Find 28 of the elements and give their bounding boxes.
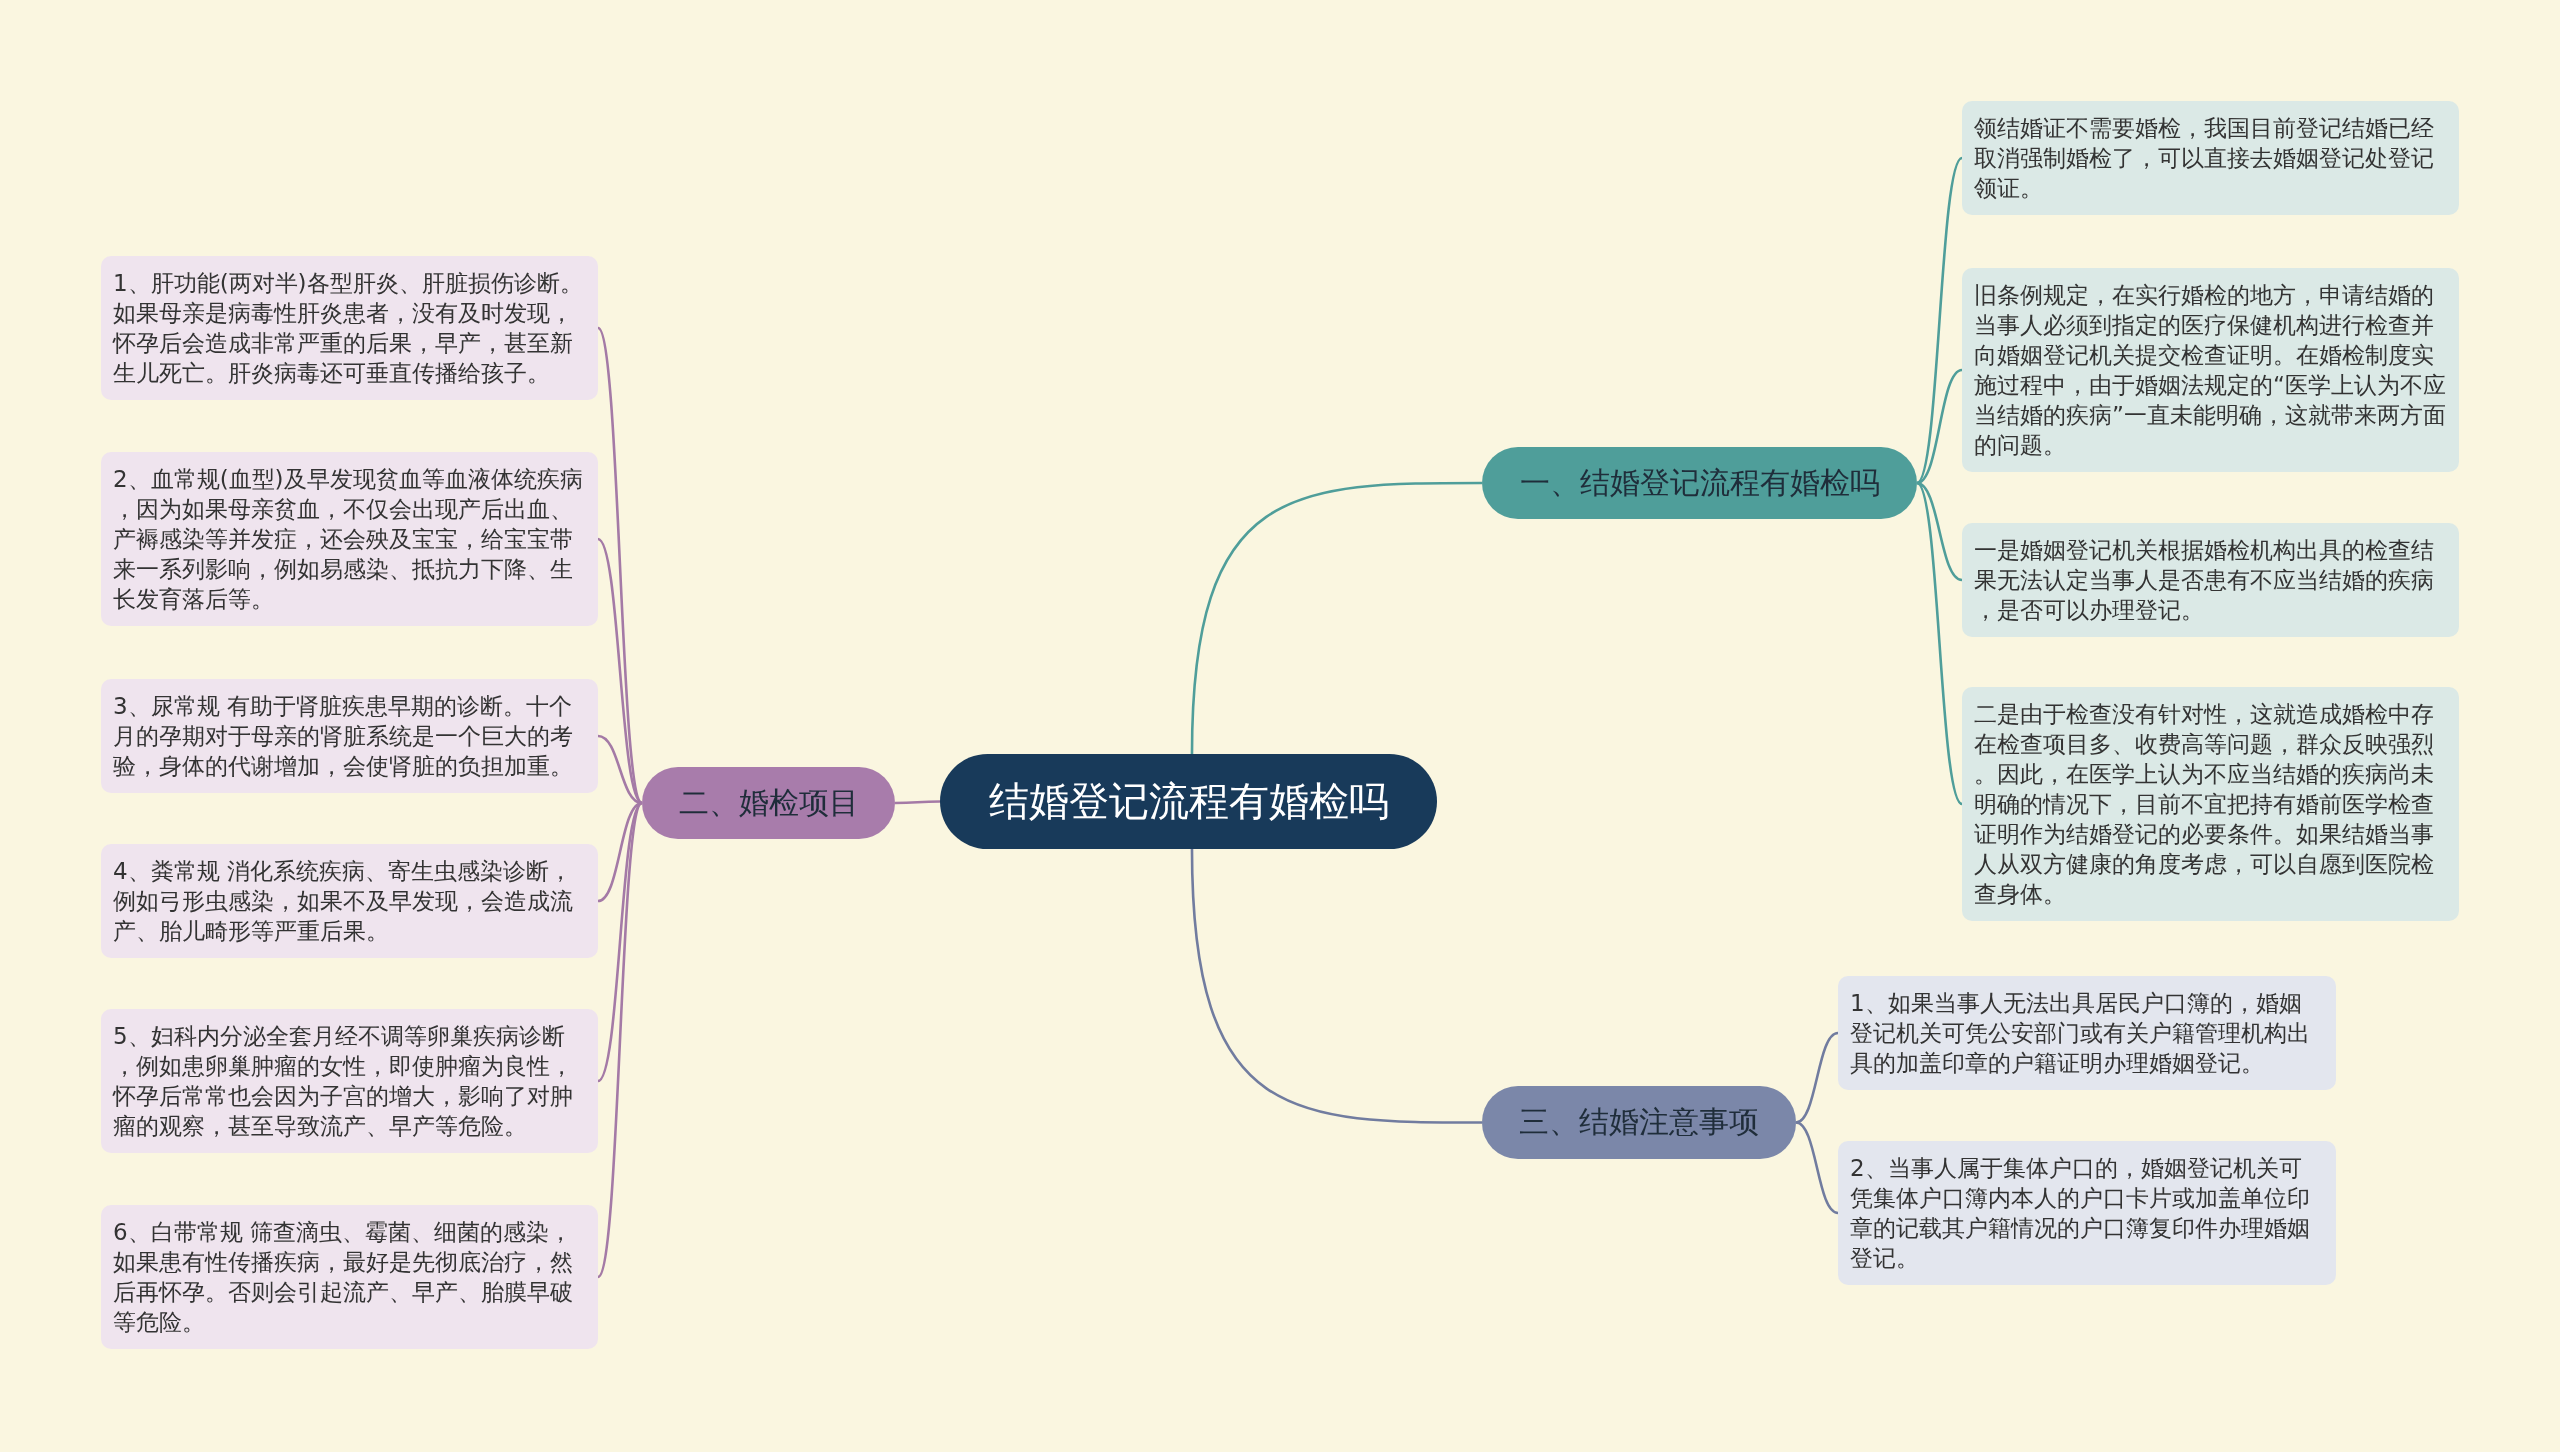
connector-line	[1190, 481, 1482, 755]
central-topic-pill: 结婚登记流程有婚检吗	[940, 754, 1437, 849]
connector-line	[596, 802, 644, 1278]
note-card: 2、血常规(血型)及早发现贫血等血液体统疾病，因为如果母亲贫血，不仅会出现产后出血、产褥感染等并发症，还会殃及宝宝，给宝宝带来一系列影响，例如易感染、抵抗力下降、生长发育落后等。	[101, 452, 598, 626]
connector-line	[597, 538, 643, 804]
note-card: 1、肝功能(两对半)各型肝炎、肝脏损伤诊断。如果母亲是病毒性肝炎患者，没有及时发现，怀孕后会造成非常严重的后果，早产，甚至新生儿死亡。肝炎病毒还可垂直传播给孩子。	[101, 256, 598, 400]
connector-line	[597, 802, 643, 1082]
connector-line	[1795, 1031, 1839, 1124]
note-card: 3、尿常规 有助于肾脏疾患早期的诊断。十个月的孕期对于母亲的肾脏系统是一个巨大的考验，身体的代谢增加，会使肾脏的负担加重。	[101, 679, 598, 793]
note-card: 一是婚姻登记机关根据婚检机构出具的检查结果无法认定当事人是否患有不应当结婚的疾病，是否可以办理登记。	[1962, 523, 2459, 637]
connector-line	[1916, 157, 1963, 484]
connector-line	[1795, 1121, 1839, 1215]
note-card: 4、粪常规 消化系统疾病、寄生虫感染诊断，例如弓形虫感染，如果不及早发现，会造成流产、胎儿畸形等严重后果。	[101, 844, 598, 958]
branch-topic-pill: 二、婚检项目	[642, 767, 895, 839]
branch-topic-pill: 三、结婚注意事项	[1482, 1086, 1796, 1159]
note-card: 二是由于检查没有针对性，这就造成婚检中存在检查项目多、收费高等问题，群众反映强烈。因此，在医学上认为不应当结婚的疾病尚未明确的情况下，目前不宜把持有婚前医学检查证明作为结婚登记的必要条件。如果结婚当事人从双方健康的角度考虑，可以自愿到医院检查身体。	[1962, 687, 2459, 921]
connector-line	[895, 800, 940, 805]
connector-line	[1190, 848, 1482, 1124]
note-card: 6、白带常规 筛查滴虫、霉菌、细菌的感染，如果患有性传播疾病，最好是先彻底治疗，然后再怀孕。否则会引起流产、早产、胎膜早破等危险。	[101, 1205, 598, 1349]
note-card: 2、当事人属于集体户口的，婚姻登记机关可凭集体户口簿内本人的户口卡片或加盖单位印章的记载其户籍情况的户口簿复印件办理婚姻登记。	[1838, 1141, 2336, 1285]
connector-line	[1916, 481, 1963, 582]
note-card: 1、如果当事人无法出具居民户口簿的，婚姻登记机关可凭公安部门或有关户籍管理机构出具的加盖印章的户籍证明办理婚姻登记。	[1838, 976, 2336, 1090]
note-card: 5、妇科内分泌全套月经不调等卵巢疾病诊断，例如患卵巢肿瘤的女性，即使肿瘤为良性，怀孕后常常也会因为子宫的增大，影响了对肿瘤的观察，甚至导致流产、早产等危险。	[101, 1009, 598, 1153]
connector-line	[596, 327, 644, 804]
note-card: 领结婚证不需要婚检，我国目前登记结婚已经取消强制婚检了，可以直接去婚姻登记处登记领证。	[1962, 101, 2459, 215]
connector-line	[1916, 482, 1963, 805]
branch-topic-pill: 一、结婚登记流程有婚检吗	[1482, 447, 1917, 519]
note-card: 旧条例规定，在实行婚检的地方，申请结婚的当事人必须到指定的医疗保健机构进行检查并向婚姻登记机关提交检查证明。在婚检制度实施过程中，由于婚姻法规定的“医学上认为不应当结婚的疾病”一直未能明确，这就带来两方面的问题。	[1962, 268, 2459, 472]
